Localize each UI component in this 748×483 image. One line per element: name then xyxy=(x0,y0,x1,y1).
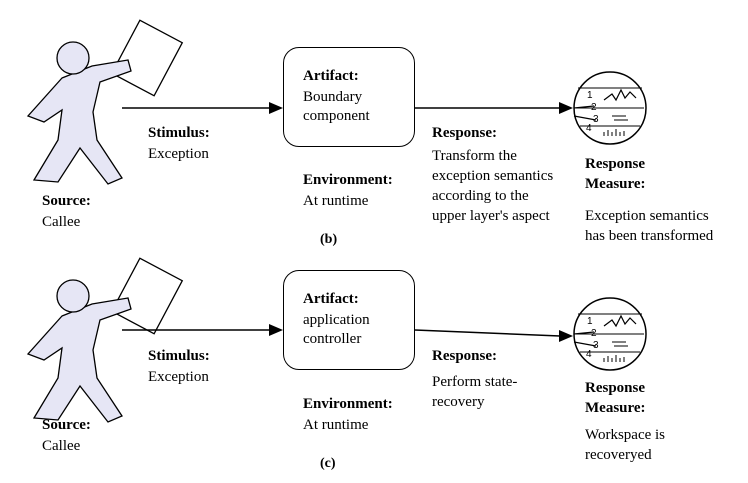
response-line-2: exception semantics xyxy=(432,168,554,184)
scenario-c: 1 2 3 4 Artifact: application controller… xyxy=(0,238,748,478)
artifact-box xyxy=(283,270,415,370)
gauge-number-1: 1 xyxy=(587,316,593,327)
source-value: Callee xyxy=(42,214,81,230)
gauge-number-1: 1 xyxy=(587,90,593,101)
source-heading: Source: xyxy=(42,417,91,433)
environment-value: At runtime xyxy=(303,193,369,209)
measure-line-2: recoveryed xyxy=(585,447,652,463)
measurement-gauge-icon: 1 2 3 4 xyxy=(573,71,647,145)
scenario-b: 1 2 3 4 Artifact: Boundary component Sti… xyxy=(0,0,748,247)
gauge-number-4: 4 xyxy=(586,123,592,134)
measure-heading-line-2: Measure: xyxy=(585,176,646,192)
gauge-number-2: 2 xyxy=(591,328,597,339)
measure-heading-line-2: Measure: xyxy=(585,400,646,416)
response-heading: Response: xyxy=(432,348,498,364)
response-line-2: recovery xyxy=(432,394,485,410)
artifact-line-1: application xyxy=(303,312,370,328)
artifact-line-2: controller xyxy=(303,331,362,347)
artifact-line-2: component xyxy=(303,108,370,124)
measurement-gauge-icon: 1 2 3 4 xyxy=(573,297,647,371)
stimulus-value: Exception xyxy=(148,146,209,162)
gauge-number-3: 3 xyxy=(593,114,599,125)
response-line-3: according to the xyxy=(432,188,529,204)
person-icon xyxy=(26,257,184,423)
artifact-line-1: Boundary xyxy=(303,89,363,105)
scenario-c-graphics: 1 2 3 4 xyxy=(26,257,647,423)
gauge-number-3: 3 xyxy=(593,340,599,351)
measure-heading-line-1: Response xyxy=(585,380,646,396)
stimulus-heading: Stimulus: xyxy=(148,125,210,141)
environment-value: At runtime xyxy=(303,417,369,433)
figure-caption-b: (b) xyxy=(320,232,338,247)
scenario-b-graphics: 1 2 3 4 xyxy=(26,19,647,185)
artifact-box xyxy=(283,47,415,147)
source-heading: Source: xyxy=(42,193,91,209)
response-line-1: Perform state- xyxy=(432,374,518,390)
measure-line-1: Exception semantics xyxy=(585,208,709,224)
measure-line-2: has been transformed xyxy=(585,228,714,244)
measure-heading-line-1: Response xyxy=(585,156,646,172)
gauge-number-4: 4 xyxy=(586,349,592,360)
environment-heading: Environment: xyxy=(303,172,393,188)
artifact-heading: Artifact: xyxy=(303,291,359,307)
response-line-4: upper layer's aspect xyxy=(432,208,550,224)
response-line-1: Transform the xyxy=(432,148,517,164)
person-icon xyxy=(26,19,184,185)
artifact-heading: Artifact: xyxy=(303,68,359,84)
stimulus-value: Exception xyxy=(148,369,209,385)
measure-line-1: Workspace is xyxy=(585,427,666,443)
figure-caption-c: (c) xyxy=(320,456,336,471)
stimulus-heading: Stimulus: xyxy=(148,348,210,364)
source-value: Callee xyxy=(42,438,81,454)
response-arrow xyxy=(414,329,561,337)
gauge-number-2: 2 xyxy=(591,102,597,113)
environment-heading: Environment: xyxy=(303,396,393,412)
response-heading: Response: xyxy=(432,125,498,141)
